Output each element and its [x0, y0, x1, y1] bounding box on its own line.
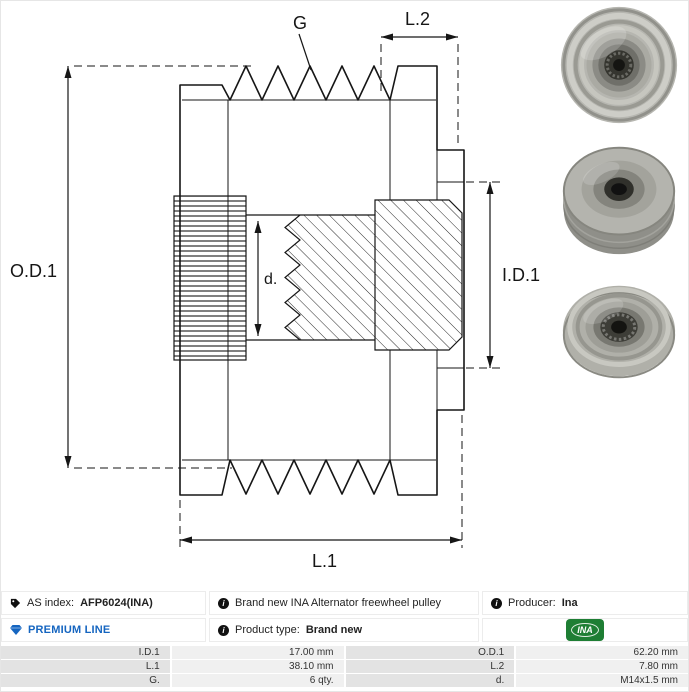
pulley-outline: [179, 65, 465, 496]
info-icon: i: [218, 624, 229, 636]
d-label: d.: [264, 271, 277, 288]
spec-value: 38.10 mm: [171, 660, 344, 673]
product-description: Brand new INA Alternator freewheel pulle…: [235, 597, 442, 609]
tag-icon: [10, 598, 21, 608]
spec-key: d.: [345, 674, 515, 687]
table-row: G. 6 qty. d. M14x1.5 mm: [1, 674, 688, 687]
product-photo-side[interactable]: [553, 134, 685, 264]
spec-table: I.D.1 17.00 mm O.D.1 62.20 mm L.1 38.10 …: [1, 646, 688, 688]
info-icon: i: [491, 597, 502, 609]
d-dimension: d.: [254, 221, 277, 336]
description-cell: i Brand new INA Alternator freewheel pul…: [209, 591, 479, 615]
premium-line-label: PREMIUM LINE: [28, 624, 111, 636]
spec-key: L.1: [1, 660, 170, 673]
spec-key: I.D.1: [1, 646, 170, 659]
as-index-cell: AS index: AFP6024(INA): [1, 591, 206, 615]
brand-logo-cell: INA: [482, 618, 688, 642]
product-photo-front[interactable]: [553, 2, 685, 132]
id1-dimension: I.D.1: [466, 181, 540, 369]
diamond-icon: [10, 625, 22, 635]
id1-label: I.D.1: [502, 265, 540, 285]
spec-key: O.D.1: [345, 646, 515, 659]
spec-key: G.: [1, 674, 170, 687]
as-index-value: AFP6024(INA): [80, 597, 153, 609]
l1-dimension: L.1: [179, 415, 463, 571]
premium-line-cell: PREMIUM LINE: [1, 618, 206, 642]
product-type-label: Product type:: [235, 624, 300, 636]
spec-value: 17.00 mm: [171, 646, 344, 659]
producer-label: Producer:: [508, 597, 556, 609]
l2-label: L.2: [405, 9, 430, 29]
product-photo-angled[interactable]: [553, 266, 685, 396]
spec-key: L.2: [345, 660, 515, 673]
technical-drawing: O.D.1 I.D.1 L.2 L.1 d. G: [10, 9, 540, 571]
spec-value: M14x1.5 mm: [516, 674, 688, 687]
product-type-value: Brand new: [305, 624, 363, 636]
collar-section: [374, 199, 463, 351]
ina-logo: INA: [566, 619, 604, 641]
producer-cell: i Producer: Ina: [482, 591, 688, 615]
info-icon: i: [218, 597, 229, 609]
l1-label: L.1: [312, 551, 337, 571]
od1-label: O.D.1: [10, 261, 57, 281]
od1-dimension: O.D.1: [10, 65, 252, 469]
info-row-1: AS index: AFP6024(INA) i Brand new INA A…: [1, 591, 688, 615]
ina-logo-text: INA: [571, 623, 599, 637]
thread-section: [285, 215, 375, 340]
l2-dimension: L.2: [380, 9, 459, 146]
spec-value: 6 qty.: [171, 674, 344, 687]
g-dimension: G: [293, 13, 312, 71]
internal-lines: [182, 99, 464, 461]
table-row: I.D.1 17.00 mm O.D.1 62.20 mm: [1, 646, 688, 659]
thread-profile: [284, 214, 301, 341]
spec-value: 62.20 mm: [516, 646, 688, 659]
info-row-2: PREMIUM LINE i Product type: Brand new I…: [1, 618, 688, 642]
product-info-bar: AS index: AFP6024(INA) i Brand new INA A…: [1, 591, 688, 645]
spec-value: 7.80 mm: [516, 660, 688, 673]
producer-value: Ina: [561, 597, 578, 609]
product-photos: [551, 2, 687, 398]
product-type-cell: i Product type: Brand new: [209, 618, 479, 642]
table-row: L.1 38.10 mm L.2 7.80 mm: [1, 660, 688, 673]
hub-section: [173, 195, 247, 361]
as-index-label: AS index:: [27, 597, 75, 609]
g-label: G: [293, 13, 307, 33]
